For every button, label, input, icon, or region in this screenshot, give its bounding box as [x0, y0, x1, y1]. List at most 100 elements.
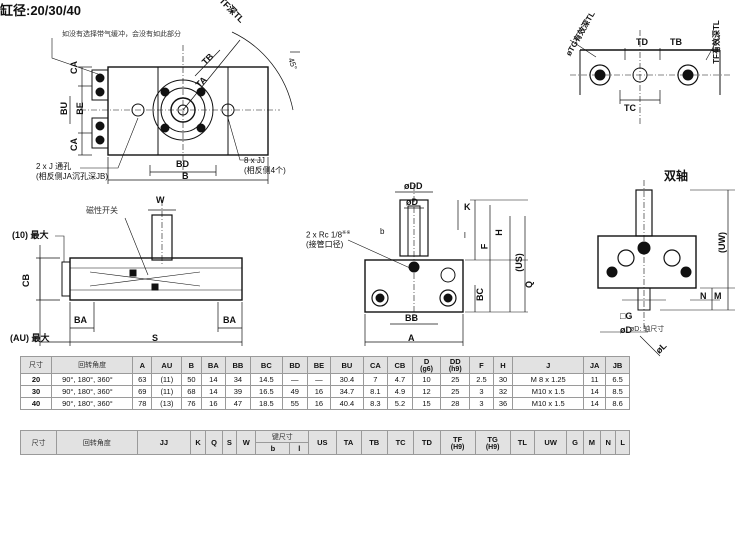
- column-header-label: A: [139, 360, 145, 370]
- column-header: L: [615, 430, 630, 455]
- table-cell: 18.5: [249, 397, 284, 410]
- column-header: TA: [335, 430, 362, 455]
- table-cell: 16: [200, 397, 227, 410]
- column-header: D(g6): [411, 356, 442, 374]
- tb-right-label: TB: [670, 37, 682, 47]
- column-header-label: US: [317, 438, 328, 447]
- table-cell: 6.5: [605, 373, 630, 386]
- column-header: J: [512, 356, 585, 374]
- ba-right-label: BA: [223, 315, 236, 325]
- g-label: □G: [620, 311, 633, 321]
- column-header-label: BD: [289, 360, 301, 370]
- column-header: W: [236, 430, 257, 455]
- tc-label: TC: [624, 103, 636, 113]
- table-cell: 14: [583, 385, 607, 398]
- table-cell: 90°, 180°, 360°: [51, 373, 134, 386]
- q-label: Q: [524, 280, 535, 289]
- column-header: G: [566, 430, 584, 455]
- column-header: A: [132, 356, 153, 374]
- table-cell: 15: [411, 397, 442, 410]
- port-size-label: (接管口径): [306, 240, 344, 249]
- column-header-sub: (g6): [420, 366, 433, 373]
- table-cell: 90°, 180°, 360°: [51, 385, 134, 398]
- table-cell: 50: [181, 373, 202, 386]
- double-shaft-view: [597, 180, 735, 357]
- table-cell: 20: [19, 373, 53, 386]
- h-label: H: [493, 229, 504, 236]
- table-cell: 32: [492, 385, 514, 398]
- table-cell: 40.4: [330, 397, 364, 410]
- column-header: BC: [249, 356, 284, 374]
- column-header: F: [469, 356, 494, 374]
- column-header: 尺寸: [19, 356, 53, 374]
- magnetic-switch-label: 磁性开关: [86, 206, 118, 215]
- s-label: S: [152, 333, 159, 343]
- table-cell: 14: [583, 397, 607, 410]
- max-10-label: (10) 最大: [12, 230, 49, 240]
- column-header: CB: [387, 356, 413, 374]
- table-cell: 4.9: [387, 385, 413, 398]
- column-header: K: [189, 430, 207, 455]
- column-header-label: B: [188, 360, 195, 370]
- table-cell: 25: [440, 385, 471, 398]
- table-cell: 3: [469, 385, 494, 398]
- table-cell: 90°, 180°, 360°: [51, 397, 134, 410]
- table-cell: (11): [151, 385, 183, 398]
- column-header: US: [308, 430, 337, 455]
- rc-star: ※※: [342, 230, 351, 236]
- column-header: BE: [306, 356, 332, 374]
- column-header: TC: [386, 430, 415, 455]
- table-cell: 14: [200, 385, 227, 398]
- column-header: H: [492, 356, 514, 374]
- column-header: UW: [533, 430, 568, 455]
- rc-port-label: 2 x Rc 1/8※※: [306, 230, 351, 240]
- column-header: JA: [583, 356, 607, 374]
- column-header-label: BB: [232, 360, 244, 370]
- keyway-b-label: b: [380, 227, 385, 236]
- column-header-sub: (H9): [450, 443, 465, 451]
- table-cell: 25: [440, 373, 471, 386]
- column-header-label: BA: [207, 360, 219, 370]
- table-cell: 30: [492, 373, 514, 386]
- table-cell: 8.3: [362, 397, 389, 410]
- table-cell: M 8 x 1.25: [512, 373, 585, 386]
- table-cell: 34: [225, 373, 251, 386]
- column-header-label: H: [500, 360, 506, 370]
- column-header-sub: (h9): [448, 366, 462, 373]
- table-cell: 78: [132, 397, 153, 410]
- table-cell: —: [282, 373, 308, 386]
- table-cell: 47: [225, 397, 251, 410]
- ba-left-label: BA: [74, 315, 87, 325]
- be-label: BE: [74, 102, 85, 115]
- table-cell: M10 x 1.5: [512, 397, 585, 410]
- table-cell: 40: [19, 397, 53, 410]
- column-header-label: AU: [161, 360, 173, 370]
- table-cell: 12: [411, 385, 442, 398]
- top-view-actuator: [51, 31, 300, 184]
- double-shaft-heading: 双轴: [664, 169, 689, 183]
- table-cell: 3: [469, 397, 494, 410]
- column-header: CA: [362, 356, 389, 374]
- column-header-label: J: [546, 360, 551, 370]
- column-header-label: JB: [612, 360, 623, 370]
- od-label: øD: [620, 325, 632, 335]
- column-header-label: BU: [341, 360, 353, 370]
- table-cell: (11): [151, 373, 183, 386]
- table-cell: 2.5: [469, 373, 494, 386]
- table-cell: 5.2: [387, 397, 413, 410]
- column-header: M: [582, 430, 602, 455]
- dd-label: øDD: [404, 181, 423, 191]
- column-header-label: TD: [421, 438, 432, 447]
- td-label: TD: [636, 37, 648, 47]
- table-cell: 14.5: [249, 373, 284, 386]
- table-cell: 16: [306, 397, 332, 410]
- column-header: BD: [282, 356, 308, 374]
- bu-label: BU: [59, 102, 69, 115]
- ca-label-top: CA: [69, 61, 79, 74]
